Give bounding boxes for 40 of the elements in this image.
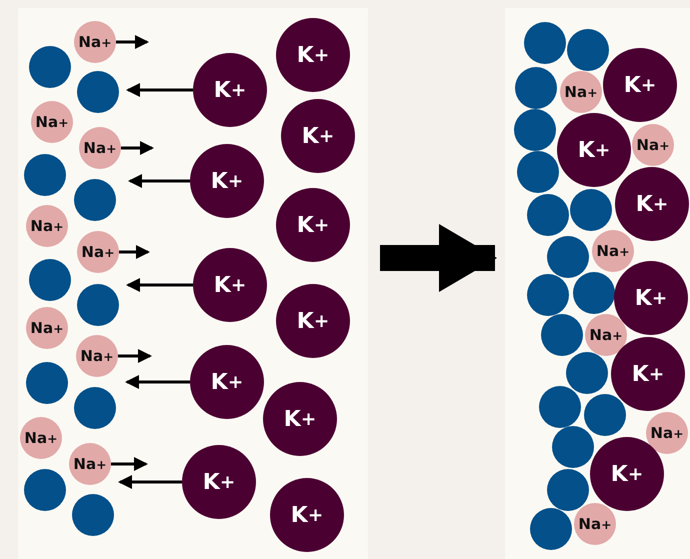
process-arrow bbox=[380, 224, 497, 292]
site-circle bbox=[72, 494, 114, 536]
site-circle bbox=[29, 46, 71, 88]
arrow bbox=[121, 141, 154, 155]
sample-panel bbox=[18, 8, 368, 559]
site-circle bbox=[524, 22, 566, 64]
site-circle bbox=[77, 284, 119, 326]
arrow bbox=[126, 278, 193, 292]
site-circle bbox=[77, 71, 119, 113]
site-circle bbox=[566, 352, 608, 394]
site-circle bbox=[24, 154, 66, 196]
site-circle bbox=[527, 194, 569, 236]
site-circle bbox=[74, 387, 116, 429]
site-circle bbox=[570, 189, 612, 231]
site-circle bbox=[547, 469, 589, 511]
arrow bbox=[111, 457, 148, 471]
site-circle bbox=[584, 394, 626, 436]
sample-panel bbox=[505, 8, 690, 559]
arrow bbox=[126, 83, 193, 97]
arrow bbox=[125, 375, 190, 389]
site-circle bbox=[514, 109, 556, 151]
site-circle bbox=[547, 236, 589, 278]
site-circle bbox=[515, 67, 557, 109]
site-circle bbox=[29, 259, 71, 301]
arrow bbox=[116, 35, 149, 49]
site-circle bbox=[567, 29, 609, 71]
site-circle bbox=[539, 386, 581, 428]
site-circle bbox=[573, 272, 615, 314]
site-circle bbox=[24, 469, 66, 511]
site-circle bbox=[530, 508, 572, 550]
arrow bbox=[128, 174, 190, 188]
arrow bbox=[118, 349, 152, 363]
site-circle bbox=[552, 426, 594, 468]
arrow bbox=[118, 475, 182, 489]
arrow bbox=[119, 245, 150, 259]
site-circle bbox=[26, 362, 68, 404]
site-circle bbox=[74, 179, 116, 221]
site-circle bbox=[527, 274, 569, 316]
site-circle bbox=[541, 314, 583, 356]
site-circle bbox=[517, 151, 559, 193]
